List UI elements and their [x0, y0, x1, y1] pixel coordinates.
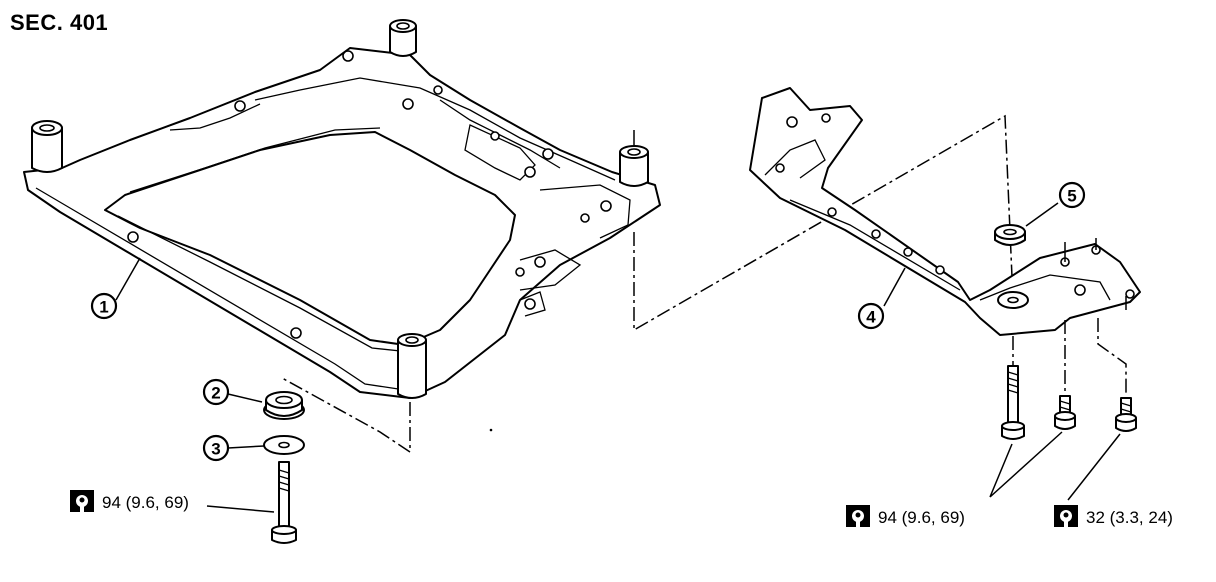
torque-wrench-icon [846, 505, 870, 527]
stay-spacer [994, 224, 1026, 246]
front-right-mount [397, 333, 427, 399]
callout-2: 2 [202, 378, 230, 406]
rear-left-mount [389, 19, 417, 57]
bushing-stopper [263, 391, 305, 420]
torque-wrench-icon [1054, 505, 1078, 527]
stay-bolt-short [1115, 397, 1137, 432]
torque-spec-left: 94 (9.6, 69) [70, 490, 189, 512]
member-stay [749, 87, 1141, 336]
svg-text:5: 5 [1067, 187, 1076, 206]
stay-bolt-long [1001, 365, 1025, 440]
stay-bolt-medium [1054, 395, 1076, 430]
torque-wrench-icon [70, 490, 94, 512]
member-bolt-left [271, 461, 297, 544]
suspension-member [23, 19, 661, 399]
rear-right-mount [619, 145, 649, 187]
svg-text:2: 2 [211, 384, 220, 403]
section-label: SEC. 401 [10, 10, 109, 35]
svg-text:4: 4 [866, 308, 876, 327]
svg-text:1: 1 [99, 298, 108, 317]
callout-4: 4 [857, 302, 885, 330]
torque-spec-right: 94 (9.6, 69) [846, 505, 965, 527]
callout-5: 5 [1058, 181, 1086, 209]
callout-3: 3 [202, 434, 230, 462]
callout-1: 1 [90, 292, 118, 320]
svg-text:3: 3 [211, 440, 220, 459]
svg-text:32 (3.3, 24): 32 (3.3, 24) [1086, 508, 1173, 527]
svg-text:94 (9.6, 69): 94 (9.6, 69) [878, 508, 965, 527]
washer [263, 435, 305, 455]
front-left-mount [31, 120, 63, 173]
svg-text:94 (9.6, 69): 94 (9.6, 69) [102, 493, 189, 512]
torque-spec-small-bolt: 32 (3.3, 24) [1054, 505, 1173, 527]
